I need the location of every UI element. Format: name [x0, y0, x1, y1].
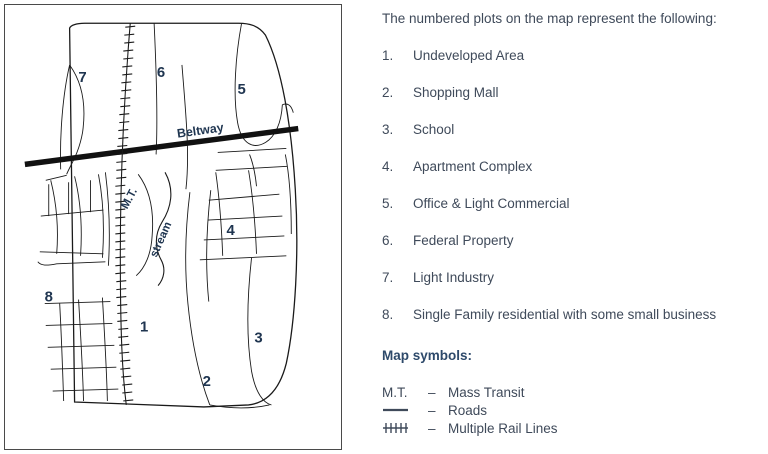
rail-symbol [382, 421, 428, 435]
plot-legend-list: 1. Undeveloped Area 2. Shopping Mall 3. … [382, 48, 766, 344]
beltway-label: Beltway [176, 120, 224, 140]
plot-label: Light Industry [413, 270, 495, 285]
plot-label: Office & Light Commercial [413, 196, 570, 211]
plot-index: 5. [382, 196, 394, 211]
symbol-label: Mass Transit [448, 384, 525, 400]
plot-number-5: 5 [237, 82, 245, 98]
road-line-icon [383, 408, 408, 412]
plot-label: Apartment Complex [413, 159, 533, 174]
list-item: 4. Apartment Complex [382, 159, 766, 196]
symbol-label: Multiple Rail Lines [448, 420, 558, 436]
mass-transit-abbrev: M.T. [382, 384, 408, 400]
separator-dash: – [428, 384, 436, 400]
map-symbols-list: M.T. – Mass Transit – Roads [382, 383, 558, 437]
plot-label: School [413, 122, 455, 137]
map-panel: Beltway [4, 4, 342, 450]
list-item: 8. Single Family residential with some s… [382, 307, 766, 344]
list-item: – Multiple Rail Lines [382, 419, 558, 437]
plot-number-7: 7 [78, 70, 86, 86]
land-outline [68, 22, 298, 408]
plot-index: 6. [382, 233, 394, 248]
legend-intro: The numbered plots on the map represent … [382, 11, 717, 26]
plot-number-2: 2 [203, 374, 211, 390]
plot-number-8: 8 [45, 290, 53, 306]
plot-number-4: 4 [227, 223, 236, 239]
plot-number-1: 1 [140, 319, 148, 335]
plot-index: 7. [382, 270, 394, 285]
list-item: 2. Shopping Mall [382, 85, 766, 122]
beltway-road [24, 125, 299, 168]
plot-index: 8. [382, 307, 394, 322]
zoning-map-svg: Beltway [24, 22, 299, 409]
plot-index: 3. [382, 122, 394, 137]
transit-label: M.T. [119, 186, 140, 211]
list-item: 1. Undeveloped Area [382, 48, 766, 85]
plot-label: Shopping Mall [413, 85, 499, 100]
list-item: – Roads [382, 401, 558, 419]
rail-line-group [115, 23, 136, 406]
symbol-label: Roads [448, 402, 488, 418]
rail-ties [115, 25, 136, 402]
plot-index: 4. [382, 159, 394, 174]
separator-dash: – [428, 402, 436, 418]
rail-hatch-icon [383, 423, 408, 433]
plot-index: 2. [382, 85, 394, 100]
plot-label: Undeveloped Area [413, 48, 525, 63]
plot-index: 1. [382, 48, 394, 63]
plot-number-3: 3 [254, 330, 262, 346]
parcel-lines-group [37, 23, 294, 409]
map-symbols-heading: Map symbols: [382, 348, 473, 363]
plot-number-6: 6 [157, 65, 165, 81]
list-item: 5. Office & Light Commercial [382, 196, 766, 233]
plot-label: Federal Property [413, 233, 514, 248]
legend-panel: The numbered plots on the map represent … [378, 0, 768, 454]
list-item: 7. Light Industry [382, 270, 766, 307]
plot-label: Single Family residential with some smal… [413, 307, 717, 322]
list-item: 6. Federal Property [382, 233, 766, 270]
separator-dash: – [428, 420, 436, 436]
list-item: M.T. – Mass Transit [382, 383, 558, 401]
road-symbol [382, 404, 428, 416]
list-item: 3. School [382, 122, 766, 159]
map-outline-group [68, 22, 298, 408]
